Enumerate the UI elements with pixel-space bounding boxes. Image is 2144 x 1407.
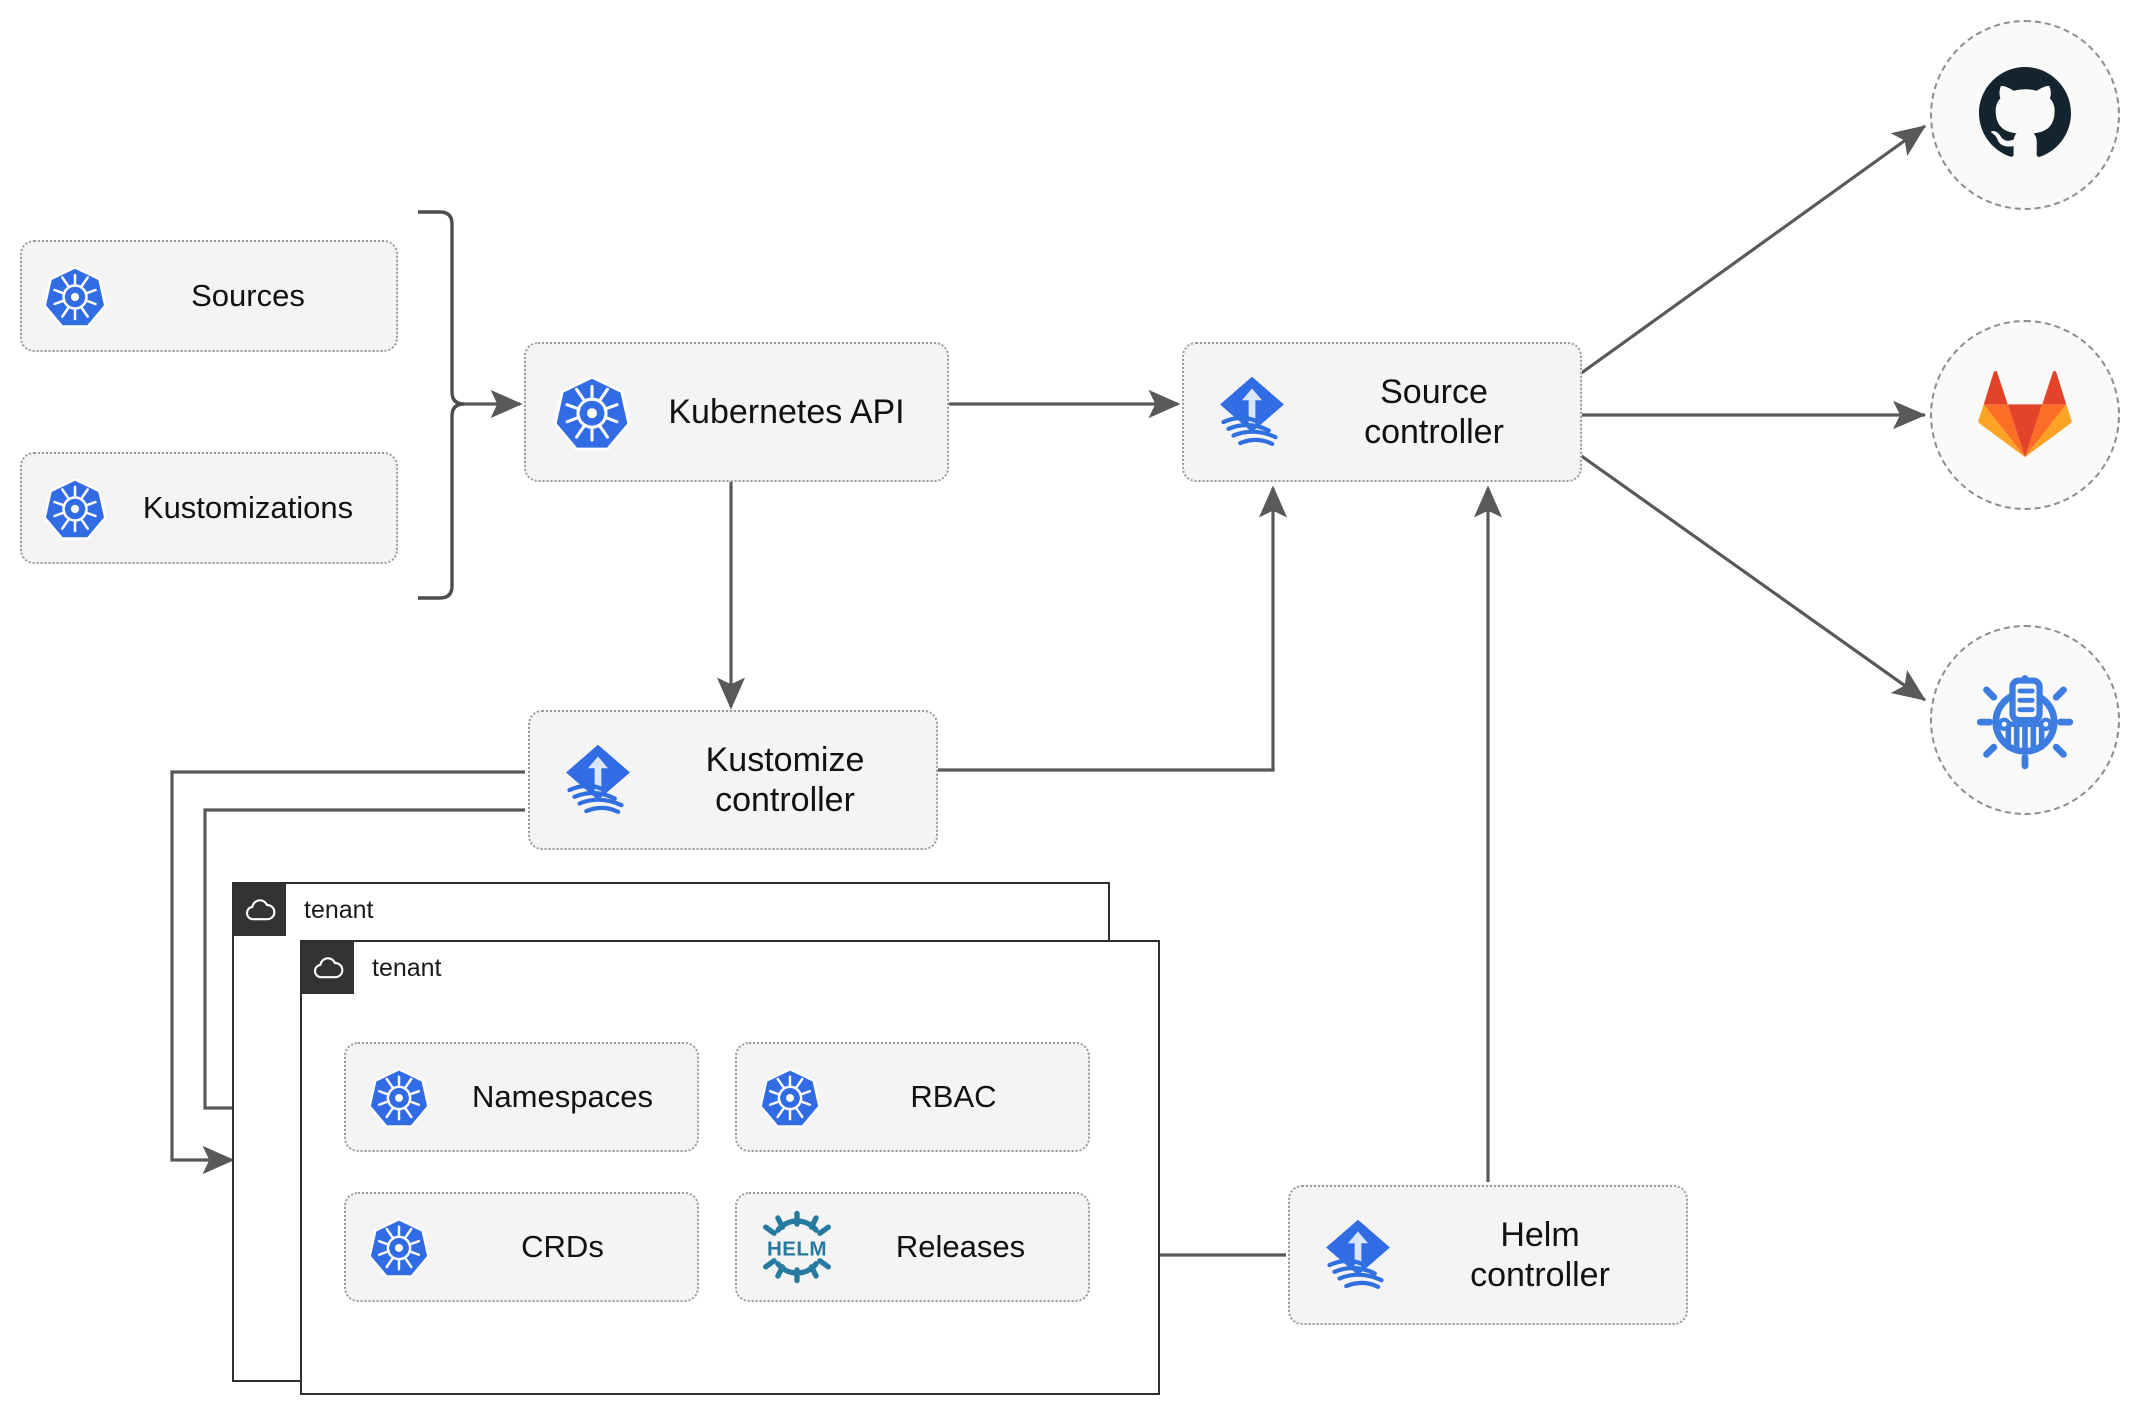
kubernetes-icon [358, 1066, 440, 1128]
tenant-header: tenant [302, 942, 442, 994]
node-helm-controller[interactable]: Helm controller [1288, 1185, 1688, 1325]
gitlab-icon [1977, 365, 2073, 466]
node-label: Kubernetes API [668, 392, 905, 431]
node-label: Source controller [1364, 372, 1504, 451]
helm-chart-repository-icon [1973, 666, 2077, 775]
node-kustomize-controller[interactable]: Kustomize controller [528, 710, 938, 850]
kubernetes-icon [749, 1066, 831, 1128]
provider-github[interactable] [1930, 20, 2120, 210]
node-sources[interactable]: Sources [20, 240, 398, 352]
node-label: RBAC [910, 1078, 997, 1114]
flux-icon [1200, 370, 1304, 454]
tenant-container-front[interactable]: tenant Namespaces [300, 940, 1160, 1395]
node-label: Namespaces [472, 1078, 653, 1114]
node-releases[interactable]: HELM Releases [735, 1192, 1090, 1302]
svg-text:HELM: HELM [767, 1237, 827, 1260]
node-rbac[interactable]: RBAC [735, 1042, 1090, 1152]
flux-icon [1306, 1213, 1410, 1297]
tenant-label: tenant [372, 953, 442, 982]
kubernetes-icon [36, 264, 114, 328]
tenant-header: tenant [234, 884, 374, 936]
node-source-controller[interactable]: Source controller [1182, 342, 1582, 482]
flux-icon [546, 738, 650, 822]
node-label: Helm controller [1470, 1215, 1610, 1294]
cloud-icon [302, 942, 354, 994]
kubernetes-icon [358, 1216, 440, 1278]
node-namespaces[interactable]: Namespaces [344, 1042, 699, 1152]
provider-helm-repository[interactable] [1930, 625, 2120, 815]
kubernetes-icon [36, 476, 114, 540]
kubernetes-icon [542, 373, 642, 451]
node-label: Kustomize controller [705, 740, 865, 819]
node-label: Releases [895, 1228, 1026, 1264]
node-label: Sources [191, 277, 305, 313]
node-label: Kustomizations [142, 489, 354, 525]
node-label: CRDs [521, 1228, 604, 1264]
node-crds[interactable]: CRDs [344, 1192, 699, 1302]
cloud-icon [234, 884, 286, 936]
provider-gitlab[interactable] [1930, 320, 2120, 510]
tenant-label: tenant [304, 895, 374, 924]
helm-icon: HELM [749, 1210, 845, 1284]
node-kubernetes-api[interactable]: Kubernetes API [524, 342, 949, 482]
github-icon [1977, 65, 2073, 166]
node-kustomizations[interactable]: Kustomizations [20, 452, 398, 564]
